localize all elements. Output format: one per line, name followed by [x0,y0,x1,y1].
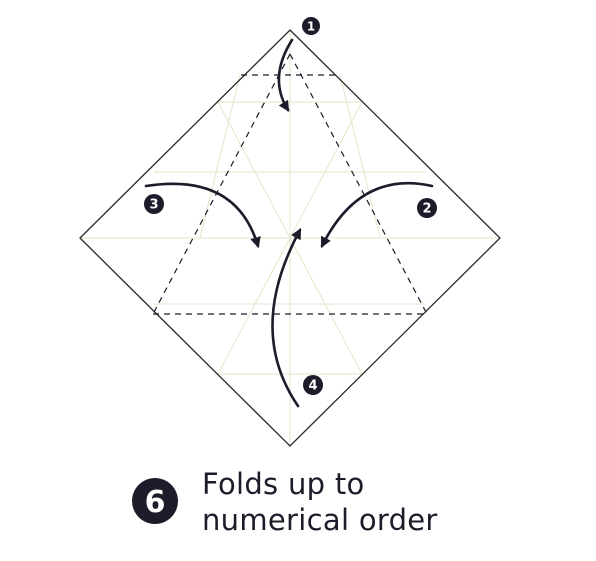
fold-line-left [152,53,291,315]
fold-lines [152,53,428,315]
fold-marker-3-label: 3 [149,198,158,213]
fold-marker-2: 2 [417,198,437,218]
step-caption: Folds up to numerical order [202,466,438,538]
arrow-fold-3 [144,182,261,249]
caption-line-1: Folds up to [202,467,365,501]
fold-marker-2-label: 2 [422,202,431,217]
arrow-fold-4 [271,228,302,408]
fold-marker-1-label: 1 [307,20,315,34]
caption-line-2: numerical order [202,503,438,537]
fold-marker-4-label: 4 [308,379,317,394]
arrow-fold-2 [320,181,434,248]
fold-line-right [289,53,428,315]
arrow-fold-1 [277,38,294,112]
paper-outline [79,29,501,447]
fold-marker-1: 1 [302,17,320,35]
crease-guides [80,30,500,446]
fold-marker-3: 3 [144,194,164,214]
step-number-badge: 6 [132,478,178,524]
step-number: 6 [145,485,166,520]
fold-marker-4: 4 [303,375,323,395]
fold-arrows [144,38,434,408]
